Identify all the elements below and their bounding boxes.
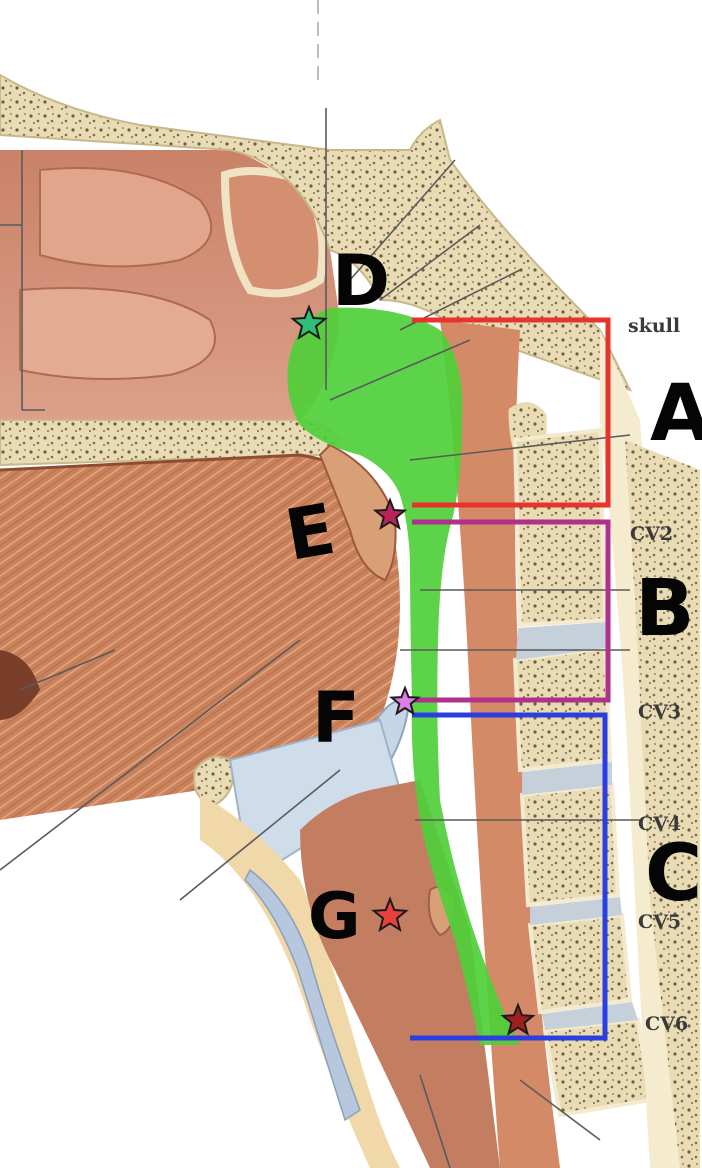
level-label-skull: skull: [628, 315, 680, 337]
star-marker-d: [290, 304, 328, 341]
star-marker-e: [372, 497, 408, 531]
level-label-cv6: CV6: [645, 1013, 688, 1035]
level-label-cv2: CV2: [630, 523, 673, 545]
region-b-bracket: [412, 519, 611, 703]
level-label-cv5: CV5: [638, 911, 681, 933]
nasal-concha-lower: [19, 287, 216, 380]
soft-palate: [318, 443, 397, 582]
trachea-cartilages: [244, 868, 361, 1122]
prevertebral-muscle: [440, 320, 560, 1168]
region-label-b: B: [635, 564, 694, 654]
star-marker-cv6: [500, 1002, 536, 1036]
hyoid-bone: [193, 755, 234, 807]
vertebra-cv3: [512, 645, 613, 773]
vertebra-cv5: [527, 912, 633, 1015]
star-marker-g: [371, 896, 409, 933]
nasal-concha-upper: [39, 167, 213, 268]
label-f: F: [312, 677, 360, 759]
spinous-processes: [625, 440, 700, 1168]
oral-shadow: [0, 650, 40, 720]
tongue: [0, 455, 400, 820]
label-g: G: [308, 880, 361, 954]
region-label-c: C: [645, 829, 702, 919]
level-label-cv3: CV3: [638, 701, 681, 723]
vertebra-cv2: [512, 427, 608, 628]
level-label-cv4: CV4: [638, 813, 681, 835]
region-c-bracket: [410, 712, 608, 1041]
star-marker-f: [389, 685, 421, 716]
skull-base-bone: [0, 73, 633, 392]
region-a-bracket: [412, 317, 611, 508]
label-d: D: [332, 240, 390, 322]
neck-fat: [200, 795, 400, 1168]
pharyngeal-airway-highlight: [287, 307, 520, 1045]
neck-tissue: [0, 820, 380, 1168]
vertebra-cv6: [542, 1017, 653, 1118]
region-label-a: A: [650, 369, 702, 459]
